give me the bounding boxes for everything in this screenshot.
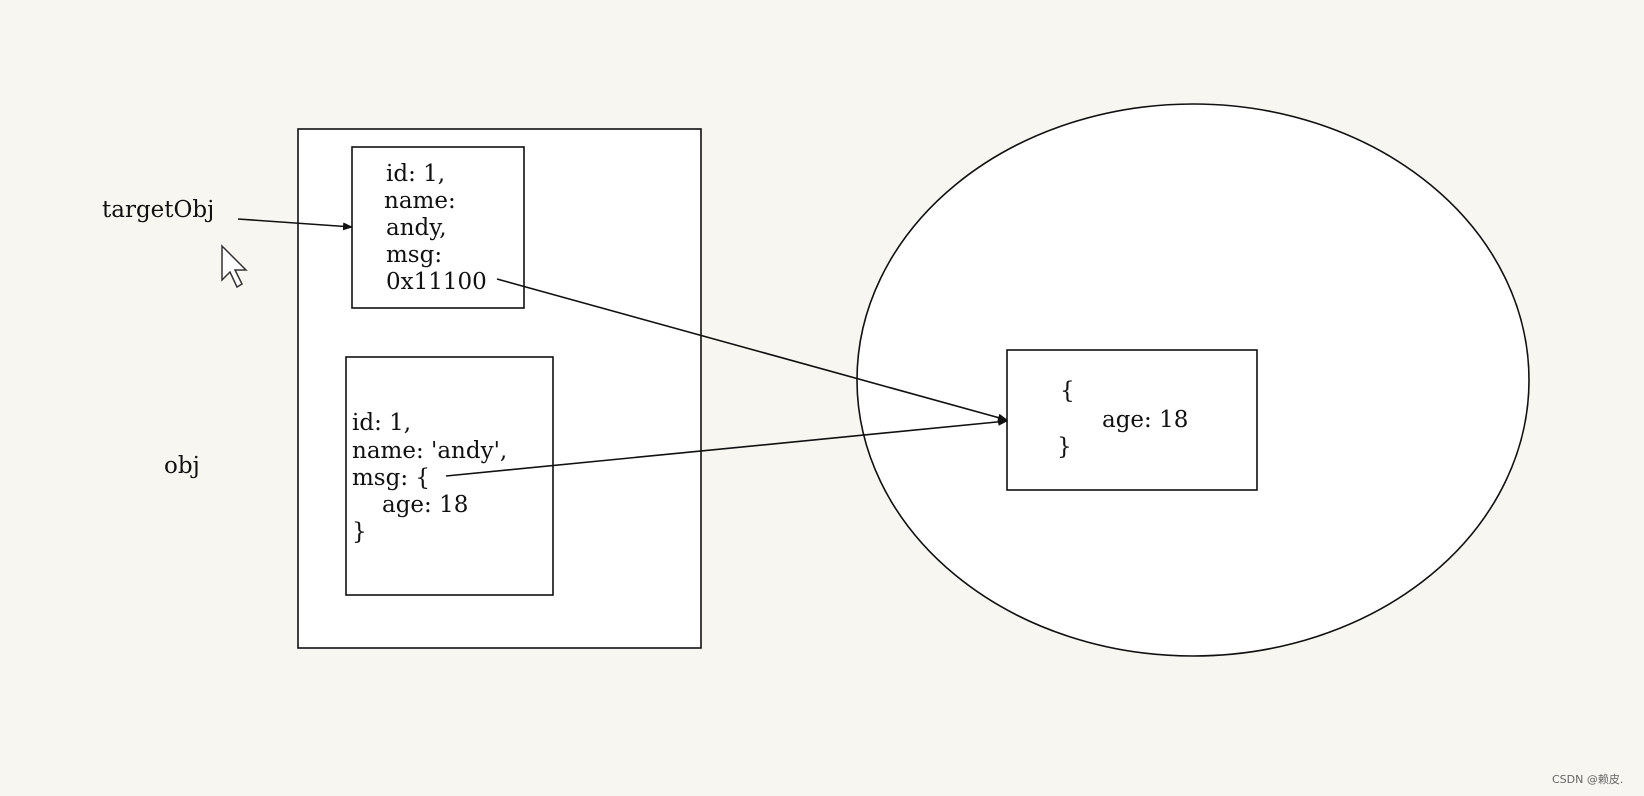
heap-line-open: { [1060, 378, 1075, 404]
target-line-id: id: 1, [386, 161, 445, 187]
target-line-name: name: [384, 188, 456, 214]
obj-line-age: age: 18 [382, 492, 468, 518]
heap-line-age: age: 18 [1102, 407, 1188, 433]
target-line-name-value: andy, [386, 215, 447, 241]
obj-label: obj [164, 453, 200, 479]
target-line-address: 0x11100 [386, 269, 487, 295]
target-obj-box [351, 146, 525, 309]
watermark-text: CSDN @赖皮. [1552, 773, 1623, 786]
mouse-cursor-icon [221, 244, 248, 289]
obj-line-msg: msg: { [352, 465, 430, 491]
target-line-msg: msg: [386, 242, 442, 268]
heap-line-close: } [1057, 434, 1072, 460]
target-obj-label: targetObj [102, 197, 214, 223]
obj-msg-reference-arrow [445, 417, 1008, 477]
heap-object-box [1006, 349, 1258, 491]
target-obj-pointer-arrow [237, 218, 353, 231]
address-reference-arrow [496, 278, 1008, 422]
obj-line-id: id: 1, [352, 410, 411, 436]
obj-line-close: } [352, 519, 367, 545]
obj-line-name: name: 'andy', [352, 438, 507, 464]
